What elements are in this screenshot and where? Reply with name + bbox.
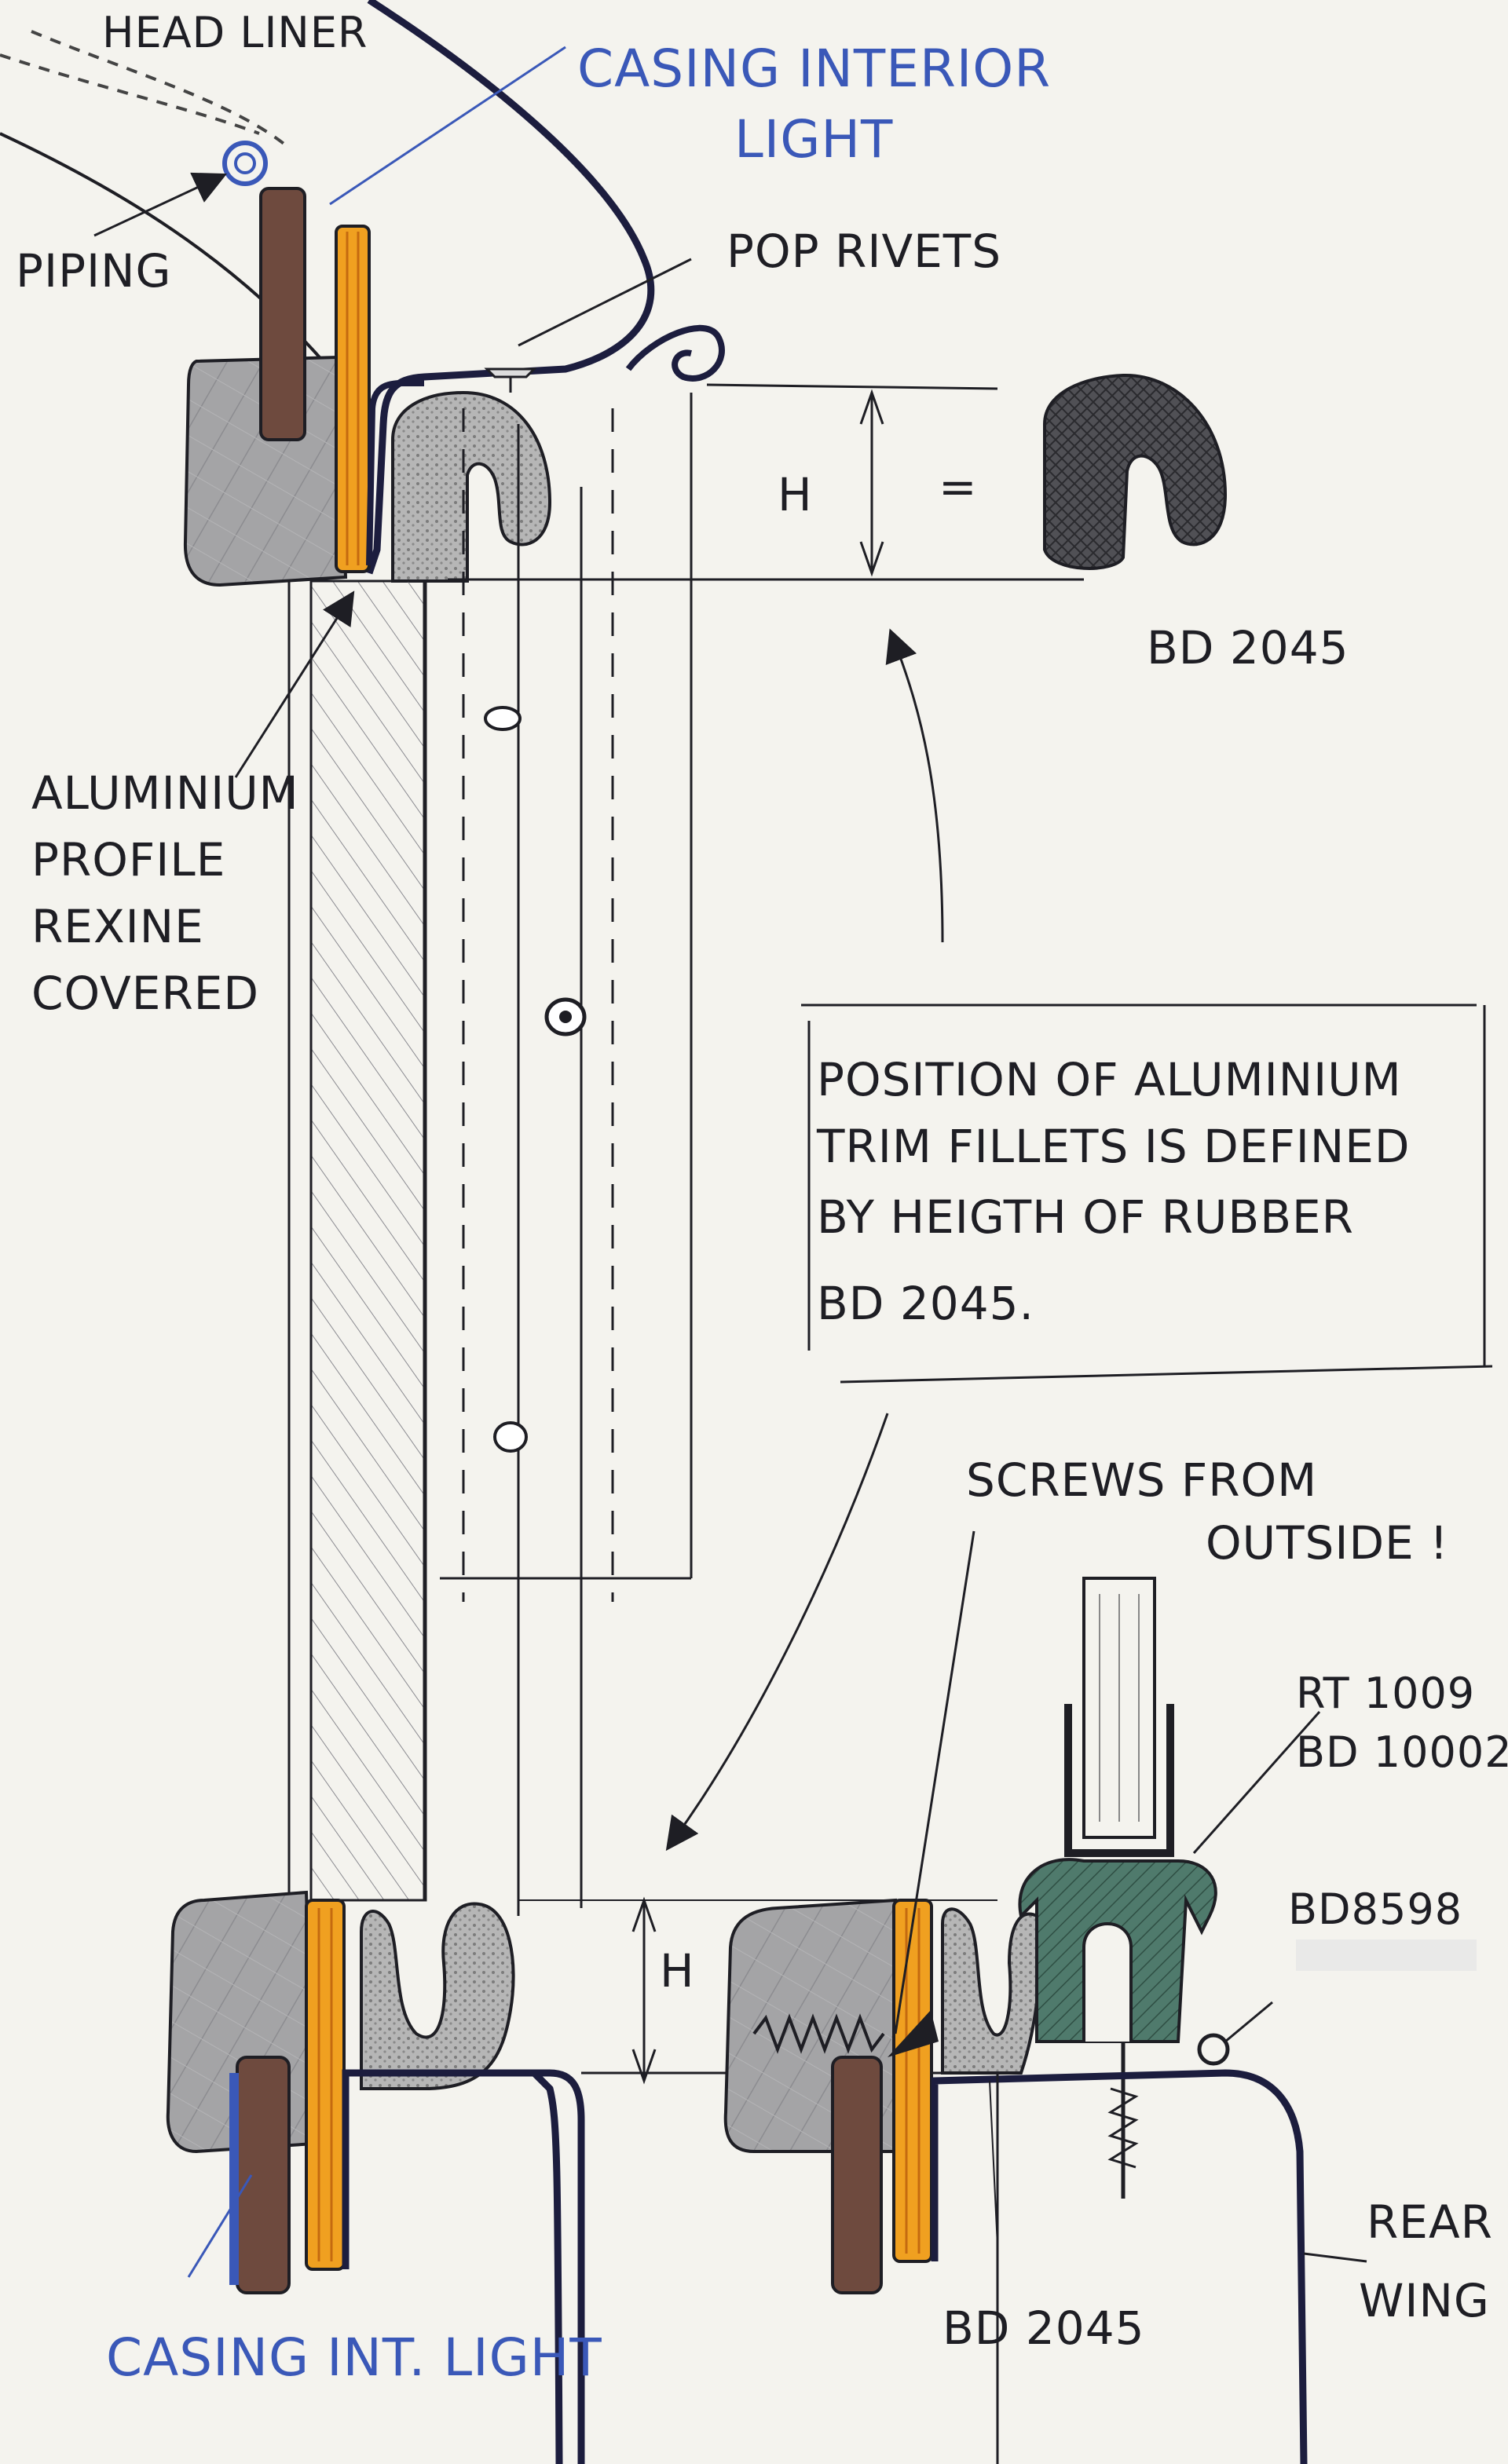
body-panel-left — [342, 2069, 563, 2464]
rear-wing-label-1: REAR — [1367, 2195, 1493, 2249]
piping-label: PIPING — [16, 244, 172, 298]
casing-interior-label-1: CASING INTERIOR — [577, 38, 1051, 99]
pop-rivet-icon — [484, 367, 537, 393]
rt1009-channel — [1064, 1704, 1174, 1857]
window-glass — [1082, 1577, 1156, 1839]
bd2045-bottom-label: BD 2045 — [942, 2301, 1145, 2355]
equals-label: = — [939, 460, 978, 514]
aluminium-profile — [309, 579, 427, 1902]
note-line-4: BD 2045. — [817, 1277, 1034, 1330]
body-panel-right — [931, 2069, 1308, 2464]
bd10002-label: BD 10002 — [1296, 1727, 1508, 1777]
piping-icon — [222, 141, 268, 186]
head-liner-label: HEAD LINER — [102, 8, 368, 57]
wood-strip-bottom-left — [236, 2056, 291, 2294]
bd2045-top-label: BD 2045 — [1147, 621, 1349, 674]
retaining-screw-icon — [1107, 2042, 1139, 2199]
head-liner-lines — [0, 30, 292, 151]
rubber-profile-bottom-right — [941, 1907, 1041, 2075]
h-top-label: H — [778, 468, 813, 521]
rear-wing-label-2: WING — [1359, 2274, 1490, 2327]
wood-strip-bottom-right — [831, 2056, 883, 2294]
wood-strip-top — [259, 187, 306, 441]
screws-label-2: OUTSIDE ! — [1206, 1516, 1448, 1570]
rubber-profile-top — [391, 390, 552, 583]
trim-strip-top — [335, 225, 371, 573]
dimension-top — [448, 383, 1084, 581]
casing-interior-label-2: LIGHT — [734, 109, 893, 170]
screws-label-1: SCREWS FROM — [966, 1453, 1317, 1507]
screw-icon — [752, 2010, 939, 2057]
trim-strip-bottom-right — [892, 1899, 933, 2263]
rt1009-label: RT 1009 — [1296, 1669, 1475, 1718]
pop-rivets-label: POP RIVETS — [727, 225, 1001, 278]
note-line-1: POSITION OF ALUMINIUM — [817, 1053, 1402, 1106]
aluminium-profile-label-3: REXINE — [31, 900, 204, 953]
h-bottom-label: H — [660, 1944, 695, 1998]
aluminium-profile-label-1: ALUMINIUM — [31, 766, 299, 820]
bd8598-label: BD8598 — [1288, 1885, 1462, 1934]
bolt-icon — [484, 706, 587, 1453]
bd2045-profile — [1043, 373, 1228, 570]
aluminium-profile-label-4: COVERED — [31, 967, 259, 1020]
note-box — [801, 1004, 1493, 1384]
aluminium-profile-label-2: PROFILE — [31, 833, 225, 887]
casing-int-light-label: CASING INT. LIGHT — [106, 2327, 602, 2388]
note-line-2: TRIM FILLETS IS DEFINED — [816, 1120, 1411, 1173]
bd8598-ring — [1197, 2033, 1230, 2066]
pillar-body — [440, 393, 693, 1916]
trim-strip-bottom-left — [305, 1899, 346, 2271]
note-line-3: BY HEIGTH OF RUBBER — [817, 1190, 1354, 1244]
rubber-profile-bottom-left — [360, 1902, 515, 2090]
